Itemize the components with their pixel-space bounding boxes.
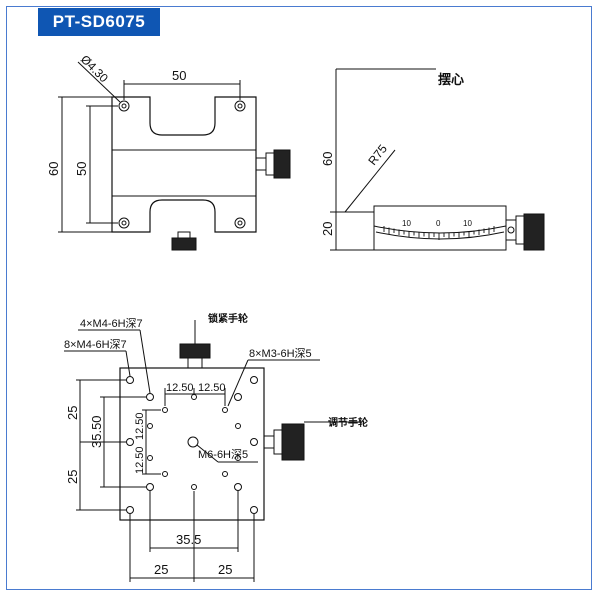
dim-25-right: 25 (218, 562, 232, 577)
adjust-wheel-label: 调节手轮 (328, 416, 368, 429)
dim-35-50: 35.50 (89, 415, 104, 448)
dim-25-bottom: 25 (65, 470, 80, 484)
note-m6: M6-6H深5 (198, 448, 248, 461)
dim-12-50-left-lower: 12.50 (134, 446, 146, 474)
dim-12-50-top-right: 12.50 (198, 382, 226, 394)
drawing-frame (6, 6, 592, 590)
lock-wheel-label: 锁紧手轮 (208, 312, 248, 325)
dim-35-5: 35.5 (176, 532, 201, 547)
scale-ticks (383, 226, 495, 240)
dim-12-50-left-upper: 12.50 (134, 412, 146, 440)
height-50-label: 50 (74, 162, 89, 176)
width-50-label: 50 (172, 68, 186, 83)
dim-12-50-top-left: 12.50 (166, 382, 194, 394)
dim-25-top: 25 (65, 406, 80, 420)
pivot-label: 摆心 (438, 72, 464, 88)
side-dim-60: 60 (320, 152, 335, 166)
bottom-view (64, 320, 360, 582)
height-60-label: 60 (46, 162, 61, 176)
top-view (58, 61, 291, 251)
note-8xm3: 8×M3-6H深5 (249, 347, 312, 360)
note-4xm4: 4×M4-6H深7 (80, 317, 143, 330)
scale-zero-label: 0 (436, 219, 441, 228)
dim-25-left: 25 (154, 562, 168, 577)
scale-left-label: 10 (402, 219, 411, 228)
scale-right-label: 10 (463, 219, 472, 228)
side-dim-20: 20 (320, 222, 335, 236)
radius-label: R75 (365, 142, 390, 168)
product-title: PT-SD6075 (38, 8, 160, 36)
note-8xm4: 8×M4-6H深7 (64, 338, 127, 351)
hole-diameter-label: Ø4.30 (78, 52, 111, 85)
side-view (330, 68, 545, 251)
